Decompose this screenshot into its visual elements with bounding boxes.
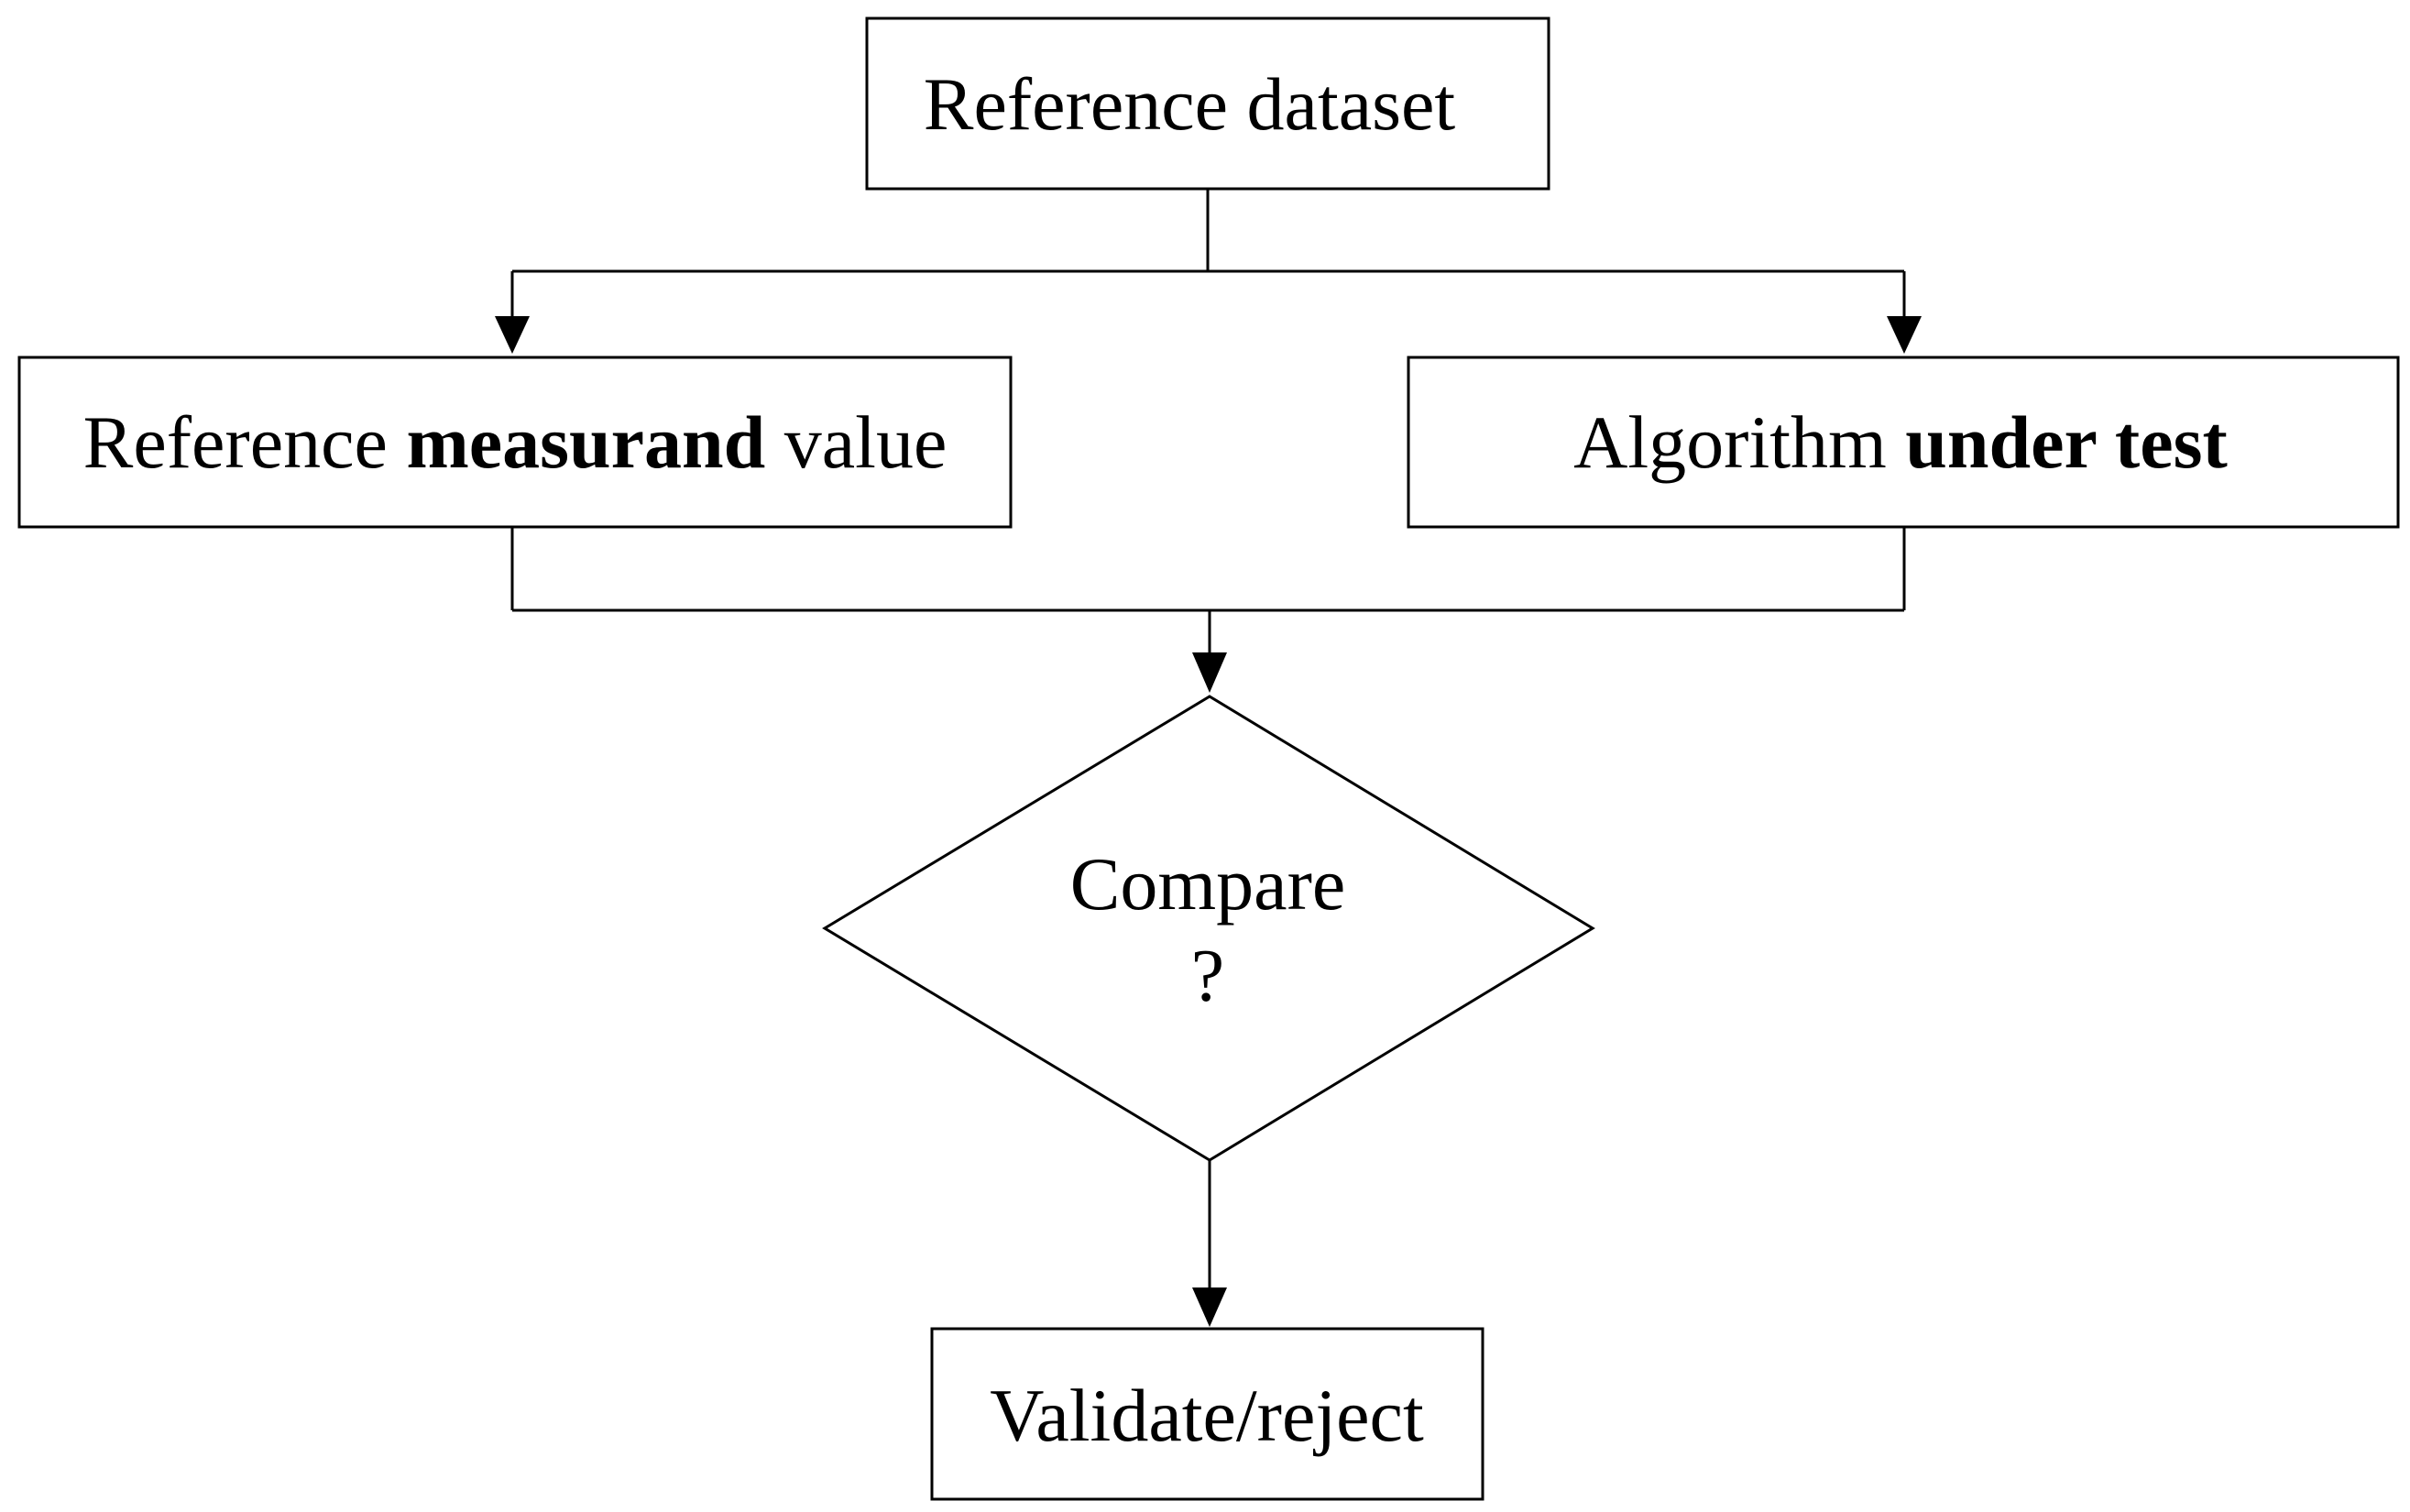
arrowhead-validate [1192,1287,1227,1327]
node-compare-line2: ? [1191,934,1224,1017]
node-reference-dataset: Reference dataset [865,16,1550,191]
node-algorithm: Algorithm under test [1407,356,2400,529]
node-reference-measurand-label: Reference measurand value [83,400,948,484]
node-validate-label: Validate/reject [990,1374,1424,1457]
algorithm-prefix: Algorithm [1573,400,1905,484]
node-compare: Compare ? [822,695,1595,1162]
node-reference-dataset-label: Reference dataset [924,62,1456,146]
arrowhead-measurand [495,316,530,354]
algorithm-bold: under test [1905,400,2228,484]
connectors [495,189,1922,1327]
node-compare-line1: Compare [1070,842,1346,926]
arrowhead-compare [1192,652,1227,693]
measurand-suffix: value [765,400,947,484]
node-reference-measurand: Reference measurand value [17,356,1013,529]
measurand-bold: measurand [406,400,765,484]
arrowhead-algorithm [1887,316,1922,354]
node-algorithm-label: Algorithm under test [1573,400,2228,484]
measurand-prefix: Reference [83,400,407,484]
node-validate: Validate/reject [930,1327,1484,1501]
